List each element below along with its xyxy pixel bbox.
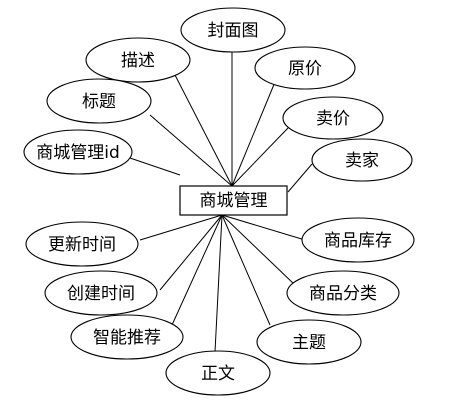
link-original-price (231, 81, 276, 187)
attribute-label: 标题 (82, 92, 116, 112)
attribute-ellipse (46, 78, 152, 124)
attribute-label: 更新时间 (48, 235, 116, 255)
link-sale-price (231, 127, 289, 187)
attribute-label: 主题 (292, 333, 326, 353)
attribute-ellipse (23, 129, 133, 175)
attribute-label: 卖价 (316, 109, 350, 129)
attribute-label: 商品分类 (309, 284, 377, 304)
attribute-title: 标题 (46, 78, 152, 124)
attribute-sale-price: 卖价 (282, 96, 384, 140)
attribute-label: 封面图 (208, 21, 259, 41)
attribute-seller: 卖家 (311, 138, 413, 182)
link-seller (287, 163, 313, 193)
link-topic (221, 214, 271, 326)
entity-mall-management: 商城管理 (179, 185, 288, 216)
attribute-description: 描述 (85, 37, 191, 83)
link-stock (221, 214, 306, 241)
connection-lines (129, 45, 313, 353)
attribute-topic: 主题 (256, 319, 362, 365)
attribute-ellipse (282, 96, 384, 140)
attribute-ellipse (70, 314, 184, 360)
link-category (221, 214, 296, 286)
link-update-time (139, 214, 223, 241)
link-description (174, 74, 233, 187)
attribute-create-time: 创建时间 (44, 270, 158, 316)
attribute-label: 描述 (121, 51, 155, 71)
attribute-ellipse (301, 217, 415, 263)
attribute-ellipse (256, 319, 362, 365)
entity-box (179, 185, 288, 216)
attribute-ellipse (25, 221, 139, 267)
link-mall-id (129, 157, 181, 176)
attribute-update-time: 更新时间 (25, 221, 139, 267)
attribute-label: 正文 (201, 364, 235, 384)
attribute-label: 创建时间 (67, 284, 135, 304)
attribute-recommendation: 智能推荐 (70, 314, 184, 360)
attribute-ellipse (44, 270, 158, 316)
link-create-time (159, 214, 223, 291)
attribute-cover-image: 封面图 (180, 7, 286, 53)
attribute-ellipse (311, 138, 413, 182)
attribute-label: 商品库存 (324, 231, 392, 251)
attribute-category: 商品分类 (286, 270, 400, 316)
attribute-original-price: 原价 (254, 46, 356, 90)
link-recommendation (171, 214, 223, 326)
attribute-label: 商城管理id (36, 143, 120, 163)
attribute-label: 原价 (288, 59, 322, 79)
attribute-label: 卖家 (345, 151, 379, 171)
attribute-ellipse (165, 350, 271, 396)
entity-label: 商城管理 (200, 191, 268, 211)
attribute-body-text: 正文 (165, 350, 271, 396)
link-body-text (214, 214, 223, 353)
attribute-ellipse (85, 37, 191, 83)
attribute-ellipse (254, 46, 356, 90)
link-title (149, 114, 233, 187)
attribute-stock: 商品库存 (301, 217, 415, 263)
attribute-ellipse (286, 270, 400, 316)
attribute-mall-id: 商城管理id (23, 129, 133, 175)
attribute-ellipse (180, 7, 286, 53)
attribute-label: 智能推荐 (93, 328, 161, 348)
